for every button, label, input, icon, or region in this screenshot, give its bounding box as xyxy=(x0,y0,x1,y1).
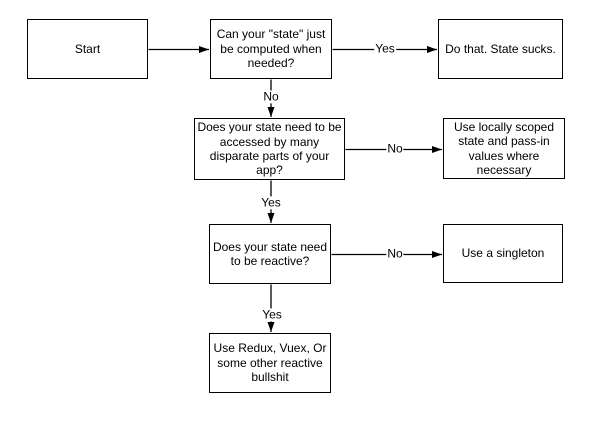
node-redux: Use Redux, Vuex, Or some other reactive … xyxy=(209,333,331,393)
node-question-computed-label: Can your "state" just be computed when n… xyxy=(216,27,326,71)
node-question-reactive: Does your state need to be reactive? xyxy=(209,224,331,284)
edge-label-yes-computed: Yes xyxy=(374,41,396,56)
edge-label-yes-disparate: Yes xyxy=(260,195,282,210)
node-locally-scoped: Use locally scoped state and pass-in val… xyxy=(443,118,565,179)
edge-label-no-reactive: No xyxy=(386,246,404,261)
edge-label-no-computed: No xyxy=(262,89,280,104)
node-question-disparate-label: Does your state need to be accessed by m… xyxy=(197,120,342,178)
node-question-reactive-label: Does your state need to be reactive? xyxy=(212,239,328,268)
edge-label-no-disparate: No xyxy=(386,141,404,156)
edge-label-yes-reactive: Yes xyxy=(261,307,283,322)
node-start-label: Start xyxy=(74,41,101,56)
node-question-computed: Can your "state" just be computed when n… xyxy=(210,19,332,79)
node-do-that-label: Do that. State sucks. xyxy=(445,41,556,56)
node-locally-scoped-label: Use locally scoped state and pass-in val… xyxy=(453,119,555,177)
node-do-that: Do that. State sucks. xyxy=(438,19,563,79)
node-redux-label: Use Redux, Vuex, Or some other reactive … xyxy=(213,341,327,385)
node-singleton-label: Use a singleton xyxy=(461,246,545,261)
node-start: Start xyxy=(27,19,148,79)
node-singleton: Use a singleton xyxy=(443,224,563,283)
node-question-disparate: Does your state need to be accessed by m… xyxy=(194,118,345,180)
